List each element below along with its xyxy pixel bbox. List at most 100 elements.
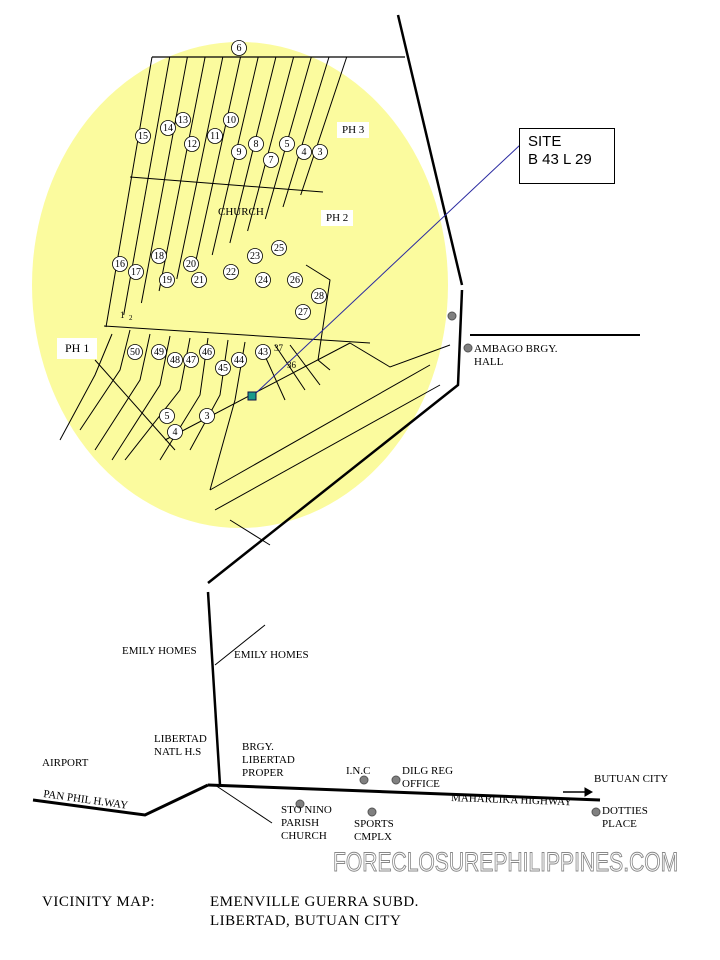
lot-marker[interactable]: 3 bbox=[312, 144, 328, 160]
small-lot-numbers: 1 2 37 36 bbox=[120, 310, 297, 370]
lot-marker[interactable]: 4 bbox=[296, 144, 312, 160]
lot-circle bbox=[159, 272, 175, 288]
lot-marker[interactable]: 21 bbox=[191, 272, 207, 288]
lot-marker[interactable]: 12 bbox=[184, 136, 200, 152]
lot-marker[interactable]: 44 bbox=[231, 352, 247, 368]
lot-marker[interactable]: 27 bbox=[295, 304, 311, 320]
lot-marker[interactable]: 45 bbox=[215, 360, 231, 376]
lot-marker[interactable]: 49 bbox=[151, 344, 167, 360]
lot-number: 5 bbox=[285, 139, 290, 150]
lot-circle bbox=[255, 272, 271, 288]
lot-number: 10 bbox=[226, 115, 236, 126]
site-pointer bbox=[255, 144, 521, 394]
lot-line bbox=[214, 384, 441, 511]
lot-marker[interactable]: 22 bbox=[223, 264, 239, 280]
lot-number: 12 bbox=[187, 139, 197, 150]
lot-circle bbox=[175, 112, 191, 128]
lot-circle bbox=[207, 128, 223, 144]
footer-subdivision: EMENVILLE GUERRA SUBD. bbox=[210, 894, 419, 910]
footer-location: LIBERTAD, BUTUAN CITY bbox=[210, 913, 402, 929]
dotties-place-label: DOTTIES PLACE bbox=[602, 805, 648, 830]
lot-marker[interactable]: 11 bbox=[207, 128, 223, 144]
lot-marker[interactable]: 13 bbox=[175, 112, 191, 128]
lot-marker[interactable]: 8 bbox=[248, 136, 264, 152]
lot-marker[interactable]: 50 bbox=[127, 344, 143, 360]
lot-line bbox=[282, 56, 330, 208]
lot-circle bbox=[160, 120, 176, 136]
lot-number: 44 bbox=[234, 355, 244, 366]
lot-circle bbox=[223, 112, 239, 128]
lot-marker[interactable]: 46 bbox=[199, 344, 215, 360]
lot-marker[interactable]: 28 bbox=[311, 288, 327, 304]
lot-marker[interactable]: 7 bbox=[263, 152, 279, 168]
lot-marker[interactable]: 43 bbox=[255, 344, 271, 360]
lot-marker[interactable]: 6 bbox=[231, 40, 247, 56]
lot-number: 3 bbox=[318, 147, 323, 158]
lot-marker[interactable]: 25 bbox=[271, 240, 287, 256]
lot-line bbox=[289, 344, 321, 386]
lot-marker[interactable]: 26 bbox=[287, 272, 303, 288]
ambago-brgy-hall-label: AMBAGO BRGY. HALL bbox=[474, 343, 558, 368]
lot-marker[interactable]: 14 bbox=[160, 120, 176, 136]
lot-marker[interactable]: 24 bbox=[255, 272, 271, 288]
lot-line bbox=[158, 56, 206, 292]
butuan-city-label: BUTUAN CITY bbox=[594, 773, 669, 785]
lot-marker[interactable]: 20 bbox=[183, 256, 199, 272]
lot-circle bbox=[247, 248, 263, 264]
lot-circle bbox=[231, 144, 247, 160]
sto-nino-label: STO NINO PARISH CHURCH bbox=[281, 804, 332, 842]
lot-line bbox=[59, 333, 113, 441]
lot-circle bbox=[296, 144, 312, 160]
lot-marker[interactable]: 10 bbox=[223, 112, 239, 128]
lot-marker[interactable]: 5 bbox=[279, 136, 295, 152]
small-lot-number: 37 bbox=[274, 343, 284, 353]
lot-number: 3 bbox=[205, 411, 210, 422]
lot-number: 5 bbox=[165, 411, 170, 422]
lot-marker[interactable]: 47 bbox=[183, 352, 199, 368]
lot-marker[interactable]: 4 bbox=[167, 424, 183, 440]
lot-circle bbox=[135, 128, 151, 144]
site-title: SITE bbox=[528, 133, 562, 150]
lot-marker[interactable]: 23 bbox=[247, 248, 263, 264]
small-lot-number: 1 bbox=[120, 310, 125, 320]
lot-marker[interactable]: 48 bbox=[167, 352, 183, 368]
lot-marker[interactable]: 9 bbox=[231, 144, 247, 160]
lot-circle bbox=[183, 352, 199, 368]
site-marker[interactable] bbox=[247, 391, 257, 401]
lot-marker[interactable]: 18 bbox=[151, 248, 167, 264]
lot-marker[interactable]: 15 bbox=[135, 128, 151, 144]
phase-1-label: PH 1 bbox=[57, 338, 98, 359]
lot-circle bbox=[223, 264, 239, 280]
lot-circle bbox=[311, 288, 327, 304]
dilg-dot bbox=[391, 775, 401, 785]
lot-circle bbox=[191, 272, 207, 288]
lot-number: 49 bbox=[154, 347, 164, 358]
lot-number: 47 bbox=[186, 355, 196, 366]
lot-number: 22 bbox=[226, 267, 236, 278]
lot-number: 14 bbox=[163, 123, 173, 134]
lot-marker[interactable]: 3 bbox=[199, 408, 215, 424]
lot-line bbox=[94, 359, 176, 451]
inc-dot bbox=[359, 775, 369, 785]
lot-marker[interactable]: 17 bbox=[128, 264, 144, 280]
lot-circle bbox=[128, 264, 144, 280]
lot-line bbox=[300, 56, 348, 196]
lot-marker[interactable]: 5 bbox=[159, 408, 175, 424]
lot-line bbox=[176, 56, 224, 280]
lot-marker[interactable]: 19 bbox=[159, 272, 175, 288]
lot-circle bbox=[231, 40, 247, 56]
lot-circle bbox=[112, 256, 128, 272]
libertad-nhs-label: LIBERTAD NATL H.S bbox=[154, 733, 207, 758]
site-block-lot: B 43 L 29 bbox=[528, 151, 592, 168]
lot-circle bbox=[199, 344, 215, 360]
ambago-dot bbox=[463, 343, 473, 353]
lot-line bbox=[305, 264, 331, 371]
sports-dot bbox=[367, 807, 377, 817]
lot-line bbox=[105, 56, 153, 328]
lot-number: 50 bbox=[130, 347, 140, 358]
lot-number: 43 bbox=[258, 347, 268, 358]
lot-marker[interactable]: 16 bbox=[112, 256, 128, 272]
lot-number: 17 bbox=[131, 267, 141, 278]
